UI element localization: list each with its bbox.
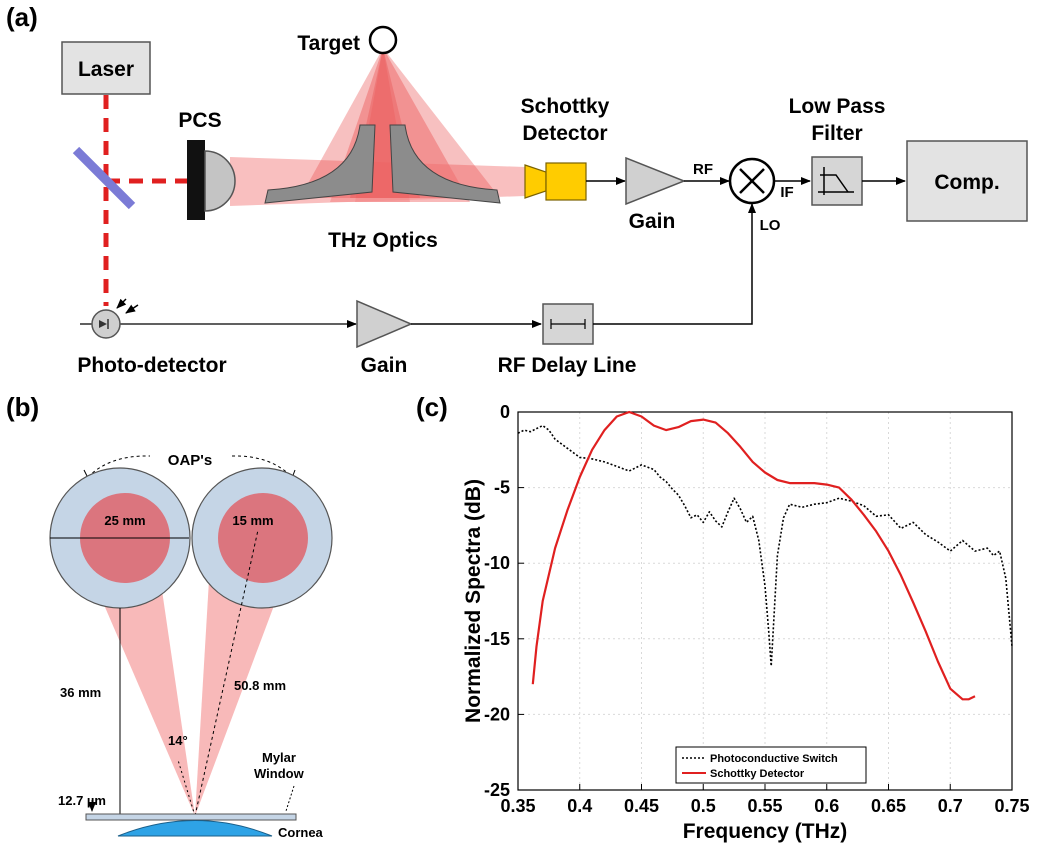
legend-label-0: Photoconductive Switch (710, 753, 838, 765)
schottky-label-1: Schottky (521, 95, 610, 118)
photodetector-label: Photo-detector (77, 354, 226, 377)
oap-arrow-left (87, 455, 151, 478)
comp-box (906, 140, 1028, 222)
if-label: IF (780, 184, 793, 201)
light-arrow-2 (125, 304, 139, 314)
thz-mirror-right (389, 124, 501, 204)
oap-right-beam-spot (218, 493, 308, 583)
rf-label: RF (693, 161, 713, 178)
x-tick-label-6: 0.65 (871, 796, 906, 816)
panel-a-label: (a) (6, 2, 38, 32)
legend-label-1: Schottky Detector (710, 768, 805, 780)
gain-top-label: Gain (629, 210, 676, 233)
dim-50mm: 50.8 mm (234, 678, 286, 693)
dim-36mm: 36 mm (60, 685, 101, 700)
oaps-label: OAP's (168, 452, 212, 469)
mylar-label-2: Window (254, 766, 305, 781)
mixer-cross-2 (739, 168, 765, 194)
lpf-label-2: Filter (811, 122, 862, 145)
y-tick-label-5: -25 (484, 780, 510, 800)
light-arrow-1 (116, 298, 127, 309)
lo-label: LO (760, 217, 781, 234)
oap-beam-left (86, 563, 195, 816)
schottky-label-2: Detector (522, 122, 607, 145)
y-tick-label-0: 0 (500, 402, 510, 422)
target-circle (368, 25, 398, 55)
dim-50mm-line (194, 529, 259, 817)
pcs-label: PCS (178, 109, 221, 132)
photodiode-symbol (99, 320, 107, 328)
panel-a: (a) Laser Target PCS THz Optics Schottky… (6, 2, 1028, 377)
x-axis-title: Frequency (THz) (683, 820, 848, 843)
thz-optics-label: THz Optics (328, 229, 438, 252)
comp-label: Comp. (934, 171, 999, 194)
lpf-box (811, 156, 863, 206)
y-tick-label-1: -5 (494, 478, 510, 498)
x-tick-label-1: 0.4 (567, 796, 592, 816)
mylar-pointer (285, 785, 295, 812)
panel-b: (b) OAP's 25 mm 15 mm 36 mm 50.8 mm 14° … (6, 392, 333, 840)
laser-label: Laser (78, 58, 134, 81)
beam-splitter (72, 146, 136, 210)
lpf-icon-response (820, 174, 849, 193)
oap-arrow-right (231, 455, 293, 478)
x-tick-label-8: 0.75 (994, 796, 1029, 816)
mylar-label-1: Mylar (262, 750, 296, 765)
panel-c-label: (c) (416, 392, 448, 422)
pcs-block (187, 140, 205, 220)
series-line-0 (517, 424, 1013, 667)
y-tick-label-4: -20 (484, 704, 510, 724)
thz-mirror-left (264, 124, 376, 204)
thz-beam-right-core (350, 48, 500, 198)
oap-beam-right (195, 563, 290, 816)
mylar-window (85, 813, 297, 821)
thickness-label: 12.7 µm (58, 793, 106, 808)
lpf-label-1: Low Pass (789, 95, 886, 118)
x-tick-label-7: 0.7 (938, 796, 963, 816)
panel-b-label: (b) (6, 392, 39, 422)
thz-beam-right (355, 48, 470, 202)
gain-amp-bottom (356, 299, 413, 349)
thz-beam-left-core (300, 48, 420, 198)
wire-delay-lo (593, 203, 756, 325)
dim-15mm: 15 mm (232, 513, 273, 528)
x-tick-label-0: 0.35 (500, 796, 535, 816)
x-tick-label-2: 0.45 (624, 796, 659, 816)
gain-bottom-label: Gain (361, 354, 408, 377)
cornea (117, 820, 273, 837)
x-tick-label-5: 0.6 (814, 796, 839, 816)
schottky-body (545, 162, 587, 201)
dim-25mm: 25 mm (104, 513, 145, 528)
panel-c: (c) 0.35 0.4 0.45 0.5 0.55 0.6 0.65 0.7 0.75 0 -5 -… (416, 392, 1030, 843)
x-tick-label-3: 0.5 (691, 796, 716, 816)
spectra-chart: 0.35 0.4 0.45 0.5 0.55 0.6 0.65 0.7 0.75 0 -5 -10 -1… (462, 402, 1030, 843)
y-axis-title: Normalized Spectra (dB) (462, 479, 485, 723)
pcs-lens (204, 150, 236, 212)
schottky-horn (524, 164, 547, 199)
legend-box (675, 746, 867, 784)
cornea-label: Cornea (278, 825, 324, 840)
laser-box (61, 41, 151, 95)
gain-amp-top (625, 156, 687, 206)
target-label: Target (297, 32, 360, 55)
angle-label: 14° (168, 733, 188, 748)
x-tick-label-4: 0.55 (747, 796, 782, 816)
rf-delay-label: RF Delay Line (498, 354, 637, 377)
y-tick-label-2: -10 (484, 553, 510, 573)
y-tick-label-3: -15 (484, 629, 510, 649)
series-line-1 (531, 410, 976, 701)
